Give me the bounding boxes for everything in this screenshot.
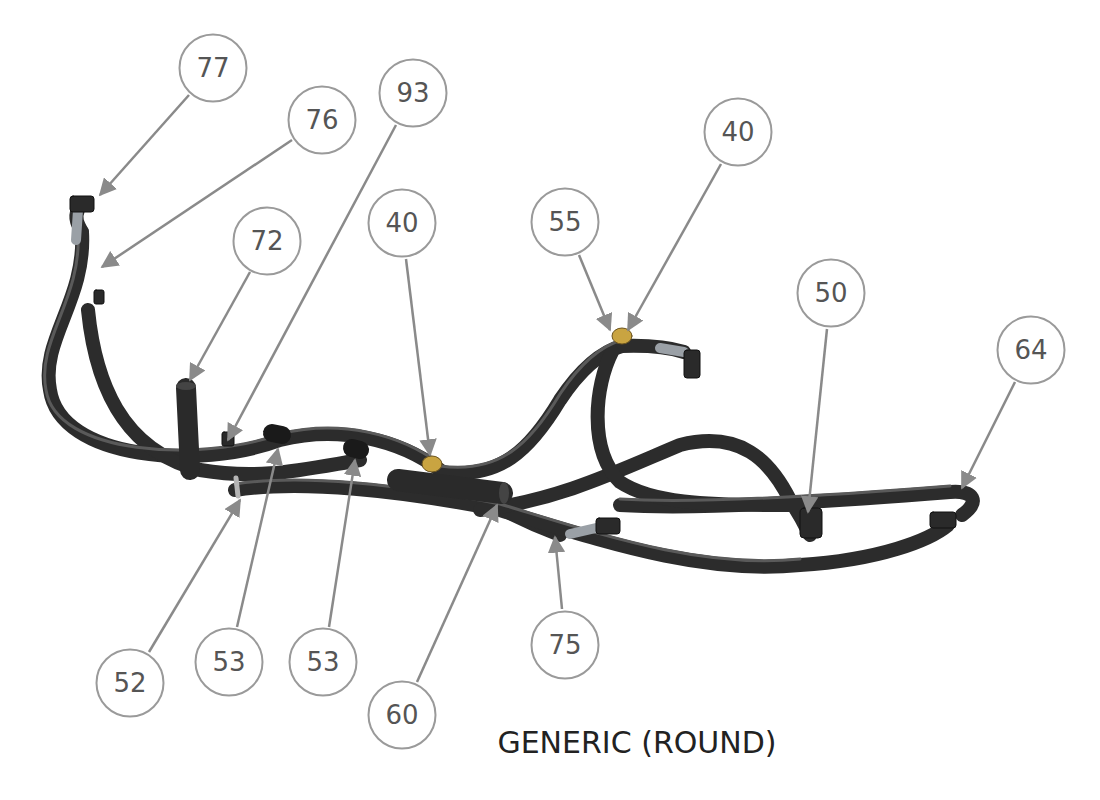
callout-bubble: 60 xyxy=(367,680,437,750)
callout-bubble: 40 xyxy=(703,97,773,167)
callout-bubble: 53 xyxy=(288,627,358,697)
callout-number: 55 xyxy=(548,209,581,235)
callout-number: 72 xyxy=(250,228,283,254)
caption: GENERIC (ROUND) xyxy=(497,725,776,760)
callout-number: 60 xyxy=(385,702,418,728)
callout-bubble: 52 xyxy=(95,648,165,718)
callout-bubble: 72 xyxy=(232,206,302,276)
callout-bubble: 93 xyxy=(378,58,448,128)
callout-bubble: 40 xyxy=(367,188,437,258)
callout-bubble: 77 xyxy=(178,33,248,103)
callout-bubble: 55 xyxy=(530,187,600,257)
callout-bubble: 50 xyxy=(796,258,866,328)
callout-number: 40 xyxy=(721,119,754,145)
callout-number: 93 xyxy=(396,80,429,106)
callout-number: 75 xyxy=(548,632,581,658)
callout-number: 53 xyxy=(212,649,245,675)
callout-number: 50 xyxy=(814,280,847,306)
callout-bubble: 76 xyxy=(287,85,357,155)
callout-number: 77 xyxy=(196,55,229,81)
callout-bubble: 75 xyxy=(530,610,600,680)
leader-lines xyxy=(100,95,1015,682)
callout-number: 64 xyxy=(1014,337,1047,363)
callout-number: 53 xyxy=(306,649,339,675)
callout-number: 52 xyxy=(113,670,146,696)
callout-number: 76 xyxy=(305,107,338,133)
hoses xyxy=(45,196,973,567)
callout-bubble: 53 xyxy=(194,627,264,697)
callout-number: 40 xyxy=(385,210,418,236)
callout-bubble: 64 xyxy=(996,315,1066,385)
